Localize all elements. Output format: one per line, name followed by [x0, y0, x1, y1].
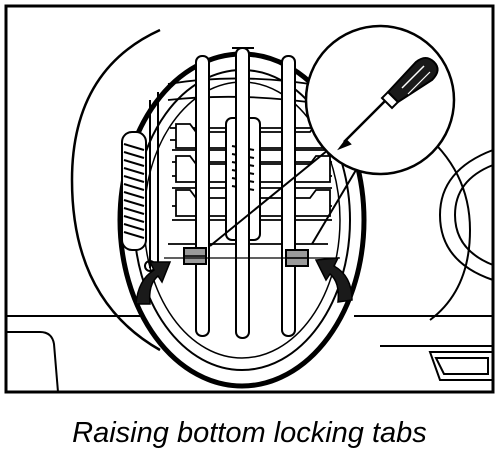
- callout-lines: [209, 149, 357, 247]
- figure-caption: Raising bottom locking tabs: [72, 417, 427, 449]
- left-bracket: [144, 92, 159, 272]
- neighbor-vent: [419, 129, 494, 321]
- left-thumbwheel: [121, 131, 147, 251]
- locking-tab-left: [183, 247, 207, 265]
- curved-arrow-right-icon: [314, 257, 353, 303]
- curved-arrow-left-icon: [135, 261, 172, 305]
- magnifier-callout: [304, 24, 456, 176]
- screwdriver-icon: [337, 57, 439, 151]
- illustration: [4, 4, 495, 394]
- vertical-slats: [195, 47, 296, 339]
